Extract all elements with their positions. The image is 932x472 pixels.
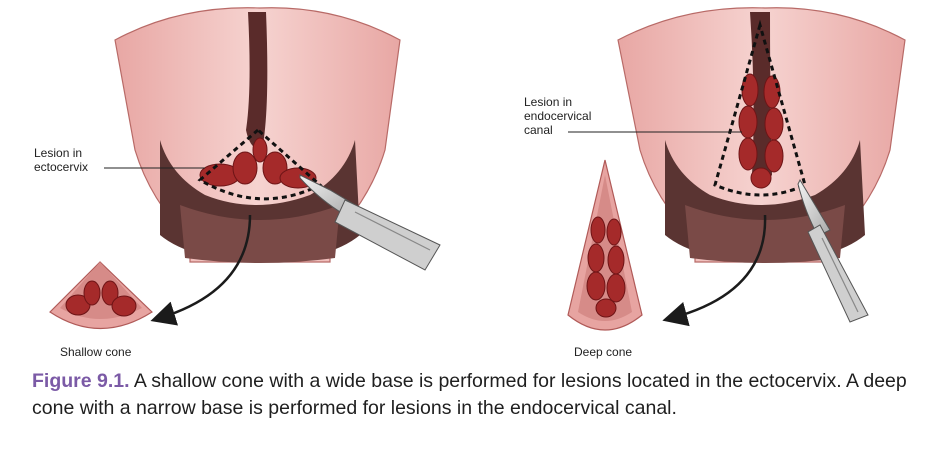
shallow-cone-specimen (49, 261, 153, 329)
caption-text: A shallow cone with a wide base is perfo… (32, 370, 907, 419)
left-vagina-inner (180, 205, 340, 263)
endocervical-label-line-2: endocervical (524, 109, 592, 123)
endocervical-label-line-3: canal (524, 123, 553, 137)
figure-caption: Figure 9.1. A shallow cone with a wide b… (32, 368, 912, 422)
left-cone-outline (197, 128, 323, 201)
conization-diagram (49, 7, 906, 331)
shallow-cone-label: Shallow cone (60, 345, 132, 359)
right-scalpel (797, 178, 869, 323)
endocervical-lesion-label: Lesion in endocervical canal (524, 95, 591, 137)
deep-cone-label: Deep cone (574, 345, 633, 359)
caption-label: Figure 9.1. (32, 370, 130, 392)
left-cervix (104, 7, 401, 263)
deep-cone-specimen (567, 159, 643, 331)
ectocervix-label-line-2: ectocervix (34, 160, 89, 174)
left-canal (246, 12, 268, 150)
ectocervix-lesion-label: Lesion in ectocervix (34, 146, 88, 174)
ectocervix-label-line-1: Lesion in (34, 146, 83, 160)
left-arrow (150, 214, 252, 326)
left-scalpel (299, 174, 441, 271)
right-arrow (662, 214, 767, 327)
endocervical-label-line-1: Lesion in (524, 95, 573, 109)
right-canal (750, 12, 772, 183)
